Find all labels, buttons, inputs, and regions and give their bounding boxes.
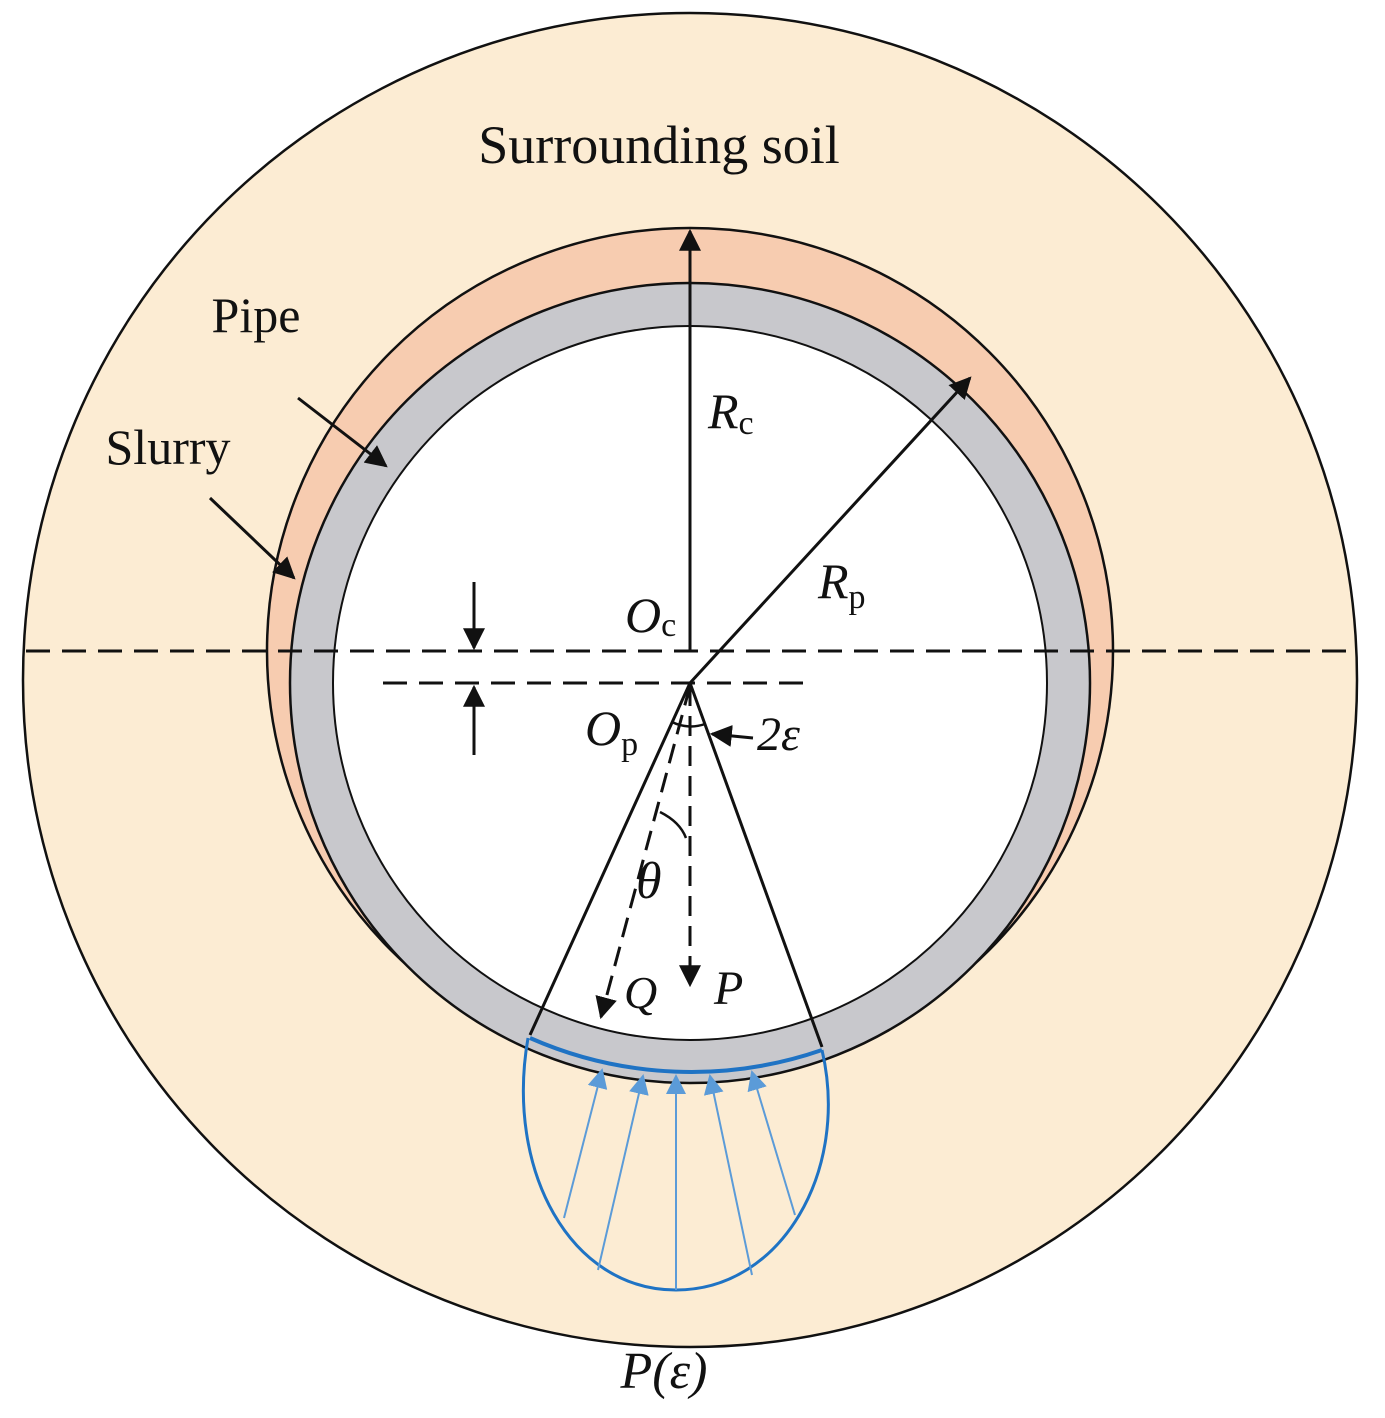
oc-label: Oc (625, 587, 676, 644)
contact-arc (529, 1036, 823, 1074)
op-label: Op (585, 700, 638, 763)
pressure-arrows (563, 1068, 796, 1290)
slurry-label: Slurry (106, 419, 231, 475)
p-label: P (713, 962, 743, 1015)
sector-line-left (528, 682, 692, 1036)
theta-angle-arc (659, 810, 688, 839)
two-epsilon-label: 2ε (757, 708, 800, 761)
epsilon-pointer-arrow (709, 724, 754, 747)
q-label: Q (624, 967, 657, 1018)
radial-line-q (595, 685, 692, 1020)
rc-label: Rc (707, 383, 754, 442)
surrounding-soil-label: Surrounding soil (478, 115, 840, 175)
pressure-arrow-4 (703, 1074, 753, 1276)
epsilon-angle-arc (671, 720, 706, 728)
rp-radius-arrow (688, 376, 972, 685)
pressure-arrow-2 (597, 1074, 649, 1271)
pressure-arrow-5 (747, 1070, 796, 1216)
slurry-leader-arrow (208, 496, 296, 580)
rp-label: Rp (817, 553, 866, 616)
pipe-leader-arrow (297, 396, 388, 468)
p-epsilon-label: P(ε) (620, 1343, 708, 1400)
pipe-label: Pipe (212, 287, 301, 343)
pressure-arrow-1 (563, 1068, 608, 1219)
theta-label: θ (636, 853, 662, 910)
